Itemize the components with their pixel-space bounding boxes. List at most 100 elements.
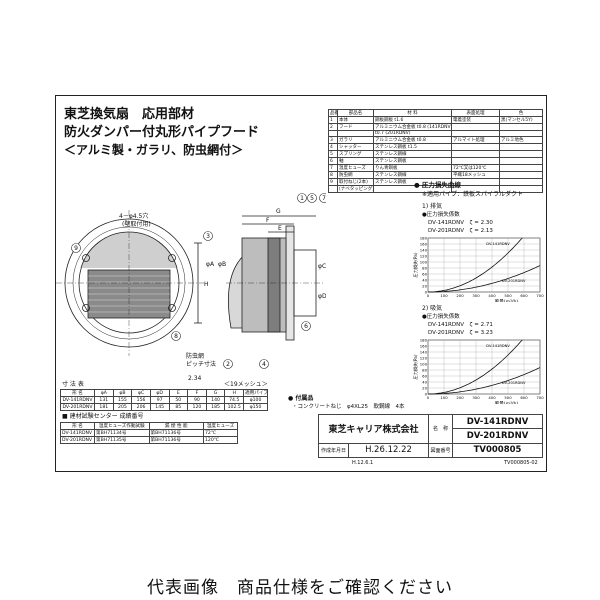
charts-pipe-note: ※適用パイプ：鉄板スパイラルダクト bbox=[422, 191, 524, 198]
chart-y-label: 圧力損失(Pa) bbox=[412, 354, 419, 379]
parts-cell: ステンレス鋼板 bbox=[373, 157, 452, 166]
parts-row: (ナベタッピング) bbox=[328, 185, 543, 194]
callout-circle bbox=[223, 359, 233, 369]
dims-header-cell: G bbox=[205, 389, 226, 397]
chart-y-tick: 80 bbox=[422, 266, 427, 271]
callout-number: 4 bbox=[262, 361, 266, 368]
mounting-hole bbox=[82, 304, 90, 312]
dims-cell: 206 bbox=[131, 403, 151, 411]
callout-circle bbox=[71, 243, 81, 253]
parts-cell: 72℃又は120℃ bbox=[451, 164, 500, 173]
cert-cell: 第BH71134号 bbox=[94, 429, 150, 437]
chart-x-tick: 700 bbox=[536, 293, 544, 298]
chart-y-tick: 140 bbox=[420, 248, 428, 253]
parts-cell: ガラリ bbox=[337, 136, 374, 145]
parts-cell bbox=[451, 150, 500, 159]
parts-cell: 防虫網 bbox=[337, 171, 374, 180]
dims-cell: φ150 bbox=[243, 403, 268, 411]
parts-cell bbox=[499, 178, 543, 187]
charts-title: ● 圧力損失曲線 bbox=[414, 181, 461, 189]
cert-header-cell: 形 名 bbox=[60, 422, 95, 430]
chart-y-tick: 20 bbox=[422, 386, 427, 391]
chart-x-tick: 500 bbox=[504, 395, 512, 400]
chart-x-tick: 300 bbox=[472, 395, 480, 400]
parts-cell bbox=[451, 143, 500, 152]
cert-cell: 第BH71135号 bbox=[94, 436, 150, 444]
parts-cell: 5 bbox=[328, 150, 338, 159]
chart-y-label: 圧力損失(Pa) bbox=[412, 252, 419, 277]
mounting-hole bbox=[168, 254, 176, 262]
chart-x-tick: 700 bbox=[536, 395, 544, 400]
callout-circle bbox=[297, 193, 307, 203]
chart-x-tick: 300 bbox=[472, 293, 480, 298]
parts-cell: 3 bbox=[328, 136, 338, 145]
chart1-line-1: DV-141RDNV ζ = 2.30 bbox=[428, 220, 493, 226]
chart2-heading: 2) 吸気 bbox=[422, 305, 443, 312]
dim-A-label: φA bbox=[206, 261, 215, 268]
callout-circle bbox=[203, 231, 213, 241]
parts-header-cell: 色 bbox=[499, 109, 543, 117]
chart-y-tick: 20 bbox=[422, 284, 427, 289]
title-line-3: ＜アルミ製・ガラリ、防虫網付＞ bbox=[64, 143, 244, 157]
callout-circle bbox=[259, 359, 269, 369]
cert-header-cell: 漏 煙 性 能 bbox=[148, 422, 204, 430]
parts-cell bbox=[499, 129, 543, 138]
chart-x-tick: 400 bbox=[488, 293, 496, 298]
chart-y-tick: 120 bbox=[420, 356, 428, 361]
parts-cell: 6 bbox=[328, 157, 338, 166]
hole-note-2: (壁取付用) bbox=[122, 220, 151, 228]
parts-cell: 取付ねじ(2本) bbox=[337, 178, 374, 187]
company-name: 東芝キャリア株式会社 bbox=[317, 414, 430, 444]
parts-cell: 1 bbox=[328, 116, 338, 124]
parts-cell bbox=[499, 164, 543, 173]
chart-y-tick: 100 bbox=[420, 362, 428, 367]
parts-cell bbox=[451, 123, 500, 131]
chart-y-tick: 80 bbox=[422, 368, 427, 373]
parts-cell: アルマイト処理 bbox=[451, 136, 500, 145]
cert-cell: 120℃ bbox=[203, 436, 238, 444]
callout-number: 1 bbox=[300, 195, 304, 202]
chart-y-tick: 180 bbox=[420, 236, 428, 241]
dims-cell: DV-141RDNV bbox=[60, 396, 95, 404]
dims-cell: 85 bbox=[168, 403, 189, 411]
chart-y-tick: 0 bbox=[425, 392, 428, 397]
dims-cell: 181 bbox=[94, 403, 114, 411]
parts-cell: ステンレス鋼線 bbox=[373, 150, 452, 159]
chart1-line-2: DV-201RDNV ζ = 2.13 bbox=[428, 228, 493, 234]
chart-frame bbox=[427, 237, 541, 293]
dims-cell: DV-201RDNV bbox=[60, 403, 95, 411]
chart-x-label: 風量(m³/h) bbox=[495, 400, 519, 404]
dims-header-cell: E bbox=[168, 389, 189, 397]
parts-cell bbox=[451, 157, 500, 166]
parts-cell: (ナベタッピング) bbox=[337, 185, 374, 194]
representative-image-caption: 代表画像 商品仕様をご確認ください bbox=[147, 578, 453, 598]
chart-series-label: DV-201RDNV bbox=[502, 279, 526, 283]
mesh-dim-label: 2.34 bbox=[188, 375, 202, 382]
callout-number: 3 bbox=[206, 233, 210, 240]
model-2: DV-201RDNV bbox=[452, 428, 544, 444]
technical-drawing: 4－φ4.5穴 (壁取付用) H G F E φA φB φC φD 防虫網 ピ… bbox=[56, 193, 326, 388]
chart-series-label: DV-141RDNV bbox=[486, 242, 510, 246]
dim-D-label: φD bbox=[318, 293, 326, 300]
chart-y-tick: 60 bbox=[422, 374, 427, 379]
chart-y-tick: 140 bbox=[420, 350, 428, 355]
chart-series-line bbox=[428, 265, 541, 293]
dims-header-cell: 形 名 bbox=[60, 389, 95, 397]
parts-cell: アルミ地色 bbox=[499, 136, 543, 145]
parts-cell: 本体 bbox=[337, 116, 374, 124]
footer-number: TV000805-02 bbox=[504, 460, 538, 466]
callout-circle bbox=[171, 331, 181, 341]
drawing-number: TV000805 bbox=[452, 442, 544, 459]
parts-header-cell: 材 料 bbox=[373, 109, 452, 117]
dims-header-cell: 適用パイプ bbox=[243, 389, 268, 397]
parts-cell: アルミニウム合金板 t0.8 bbox=[373, 136, 452, 145]
side-mesh bbox=[267, 237, 281, 333]
